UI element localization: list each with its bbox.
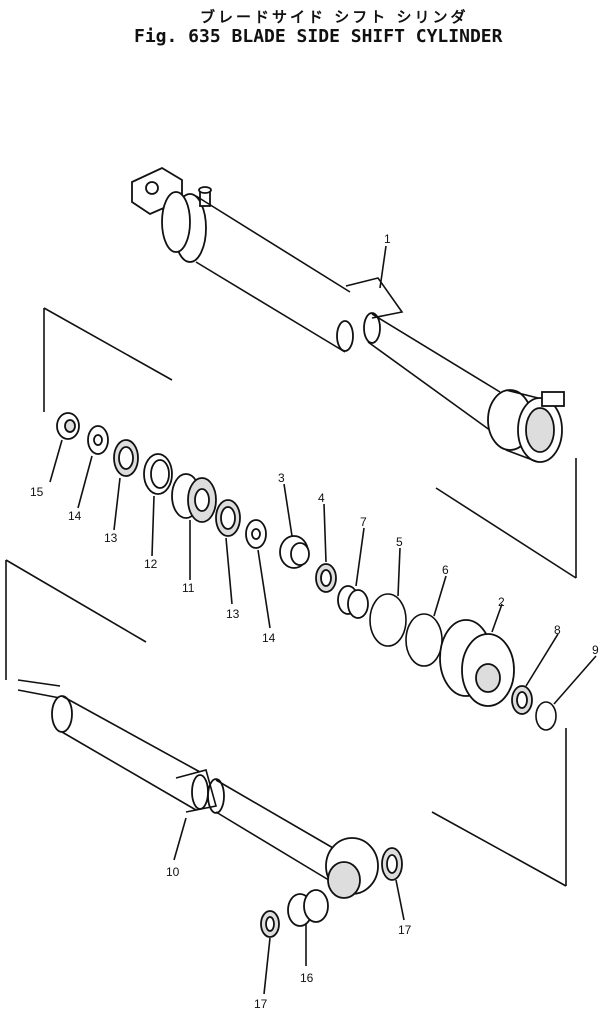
dust-seal-part-17-second [260,910,280,938]
snap-ring-part-9 [535,701,557,731]
callout-2: 2 [498,595,505,609]
callout-12: 12 [144,557,158,571]
packing-part-13 [113,439,139,477]
o-ring-part-5 [369,593,407,647]
ring-part-12 [143,453,173,495]
cylinder-head-part-2 [439,619,515,707]
callout-10: 10 [166,865,180,879]
piston-rod [17,679,379,899]
callout-8: 8 [554,623,561,637]
figure-title-japanese: ブレードサイド シフト シリンダ [200,8,469,26]
washer-part-14-second [245,519,267,549]
callout-14: 14 [68,509,82,523]
callout-14-second: 14 [262,631,276,645]
bushing-part-3 [279,535,310,569]
callout-11: 11 [182,581,195,595]
callout-4: 4 [318,491,325,505]
callout-9: 9 [592,643,599,657]
cylinder-tube [131,166,565,463]
backup-ring-part-6 [405,613,443,667]
callout-6: 6 [442,563,449,577]
packing-part-4 [315,563,337,593]
callout-17-second: 17 [254,997,268,1011]
callout-16: 16 [300,971,314,985]
nut-part-15 [56,412,80,440]
callout-15: 15 [30,485,44,499]
callout-7: 7 [360,515,367,529]
seal-part-8 [511,685,533,715]
bushing-part-16 [287,889,329,927]
packing-part-13-second [215,499,241,537]
callout-13-second: 13 [226,607,240,621]
figure-title: Fig. 635 BLADE SIDE SHIFT CYLINDER [134,26,503,47]
exploded-frame-lines [5,307,577,887]
leader-lines [49,439,597,995]
callout-labels: 1 2 3 4 5 6 7 8 9 10 11 12 13 13 14 14 1… [30,232,599,1011]
callout-17: 17 [398,923,412,937]
collar-part-7 [337,585,369,619]
callout-5: 5 [396,535,403,549]
washer-part-14 [87,425,109,455]
dust-seal-part-17 [381,847,403,881]
callout-13: 13 [104,531,118,545]
callout-1: 1 [384,232,391,246]
callout-3: 3 [278,471,285,485]
piston-part-11 [171,473,217,523]
